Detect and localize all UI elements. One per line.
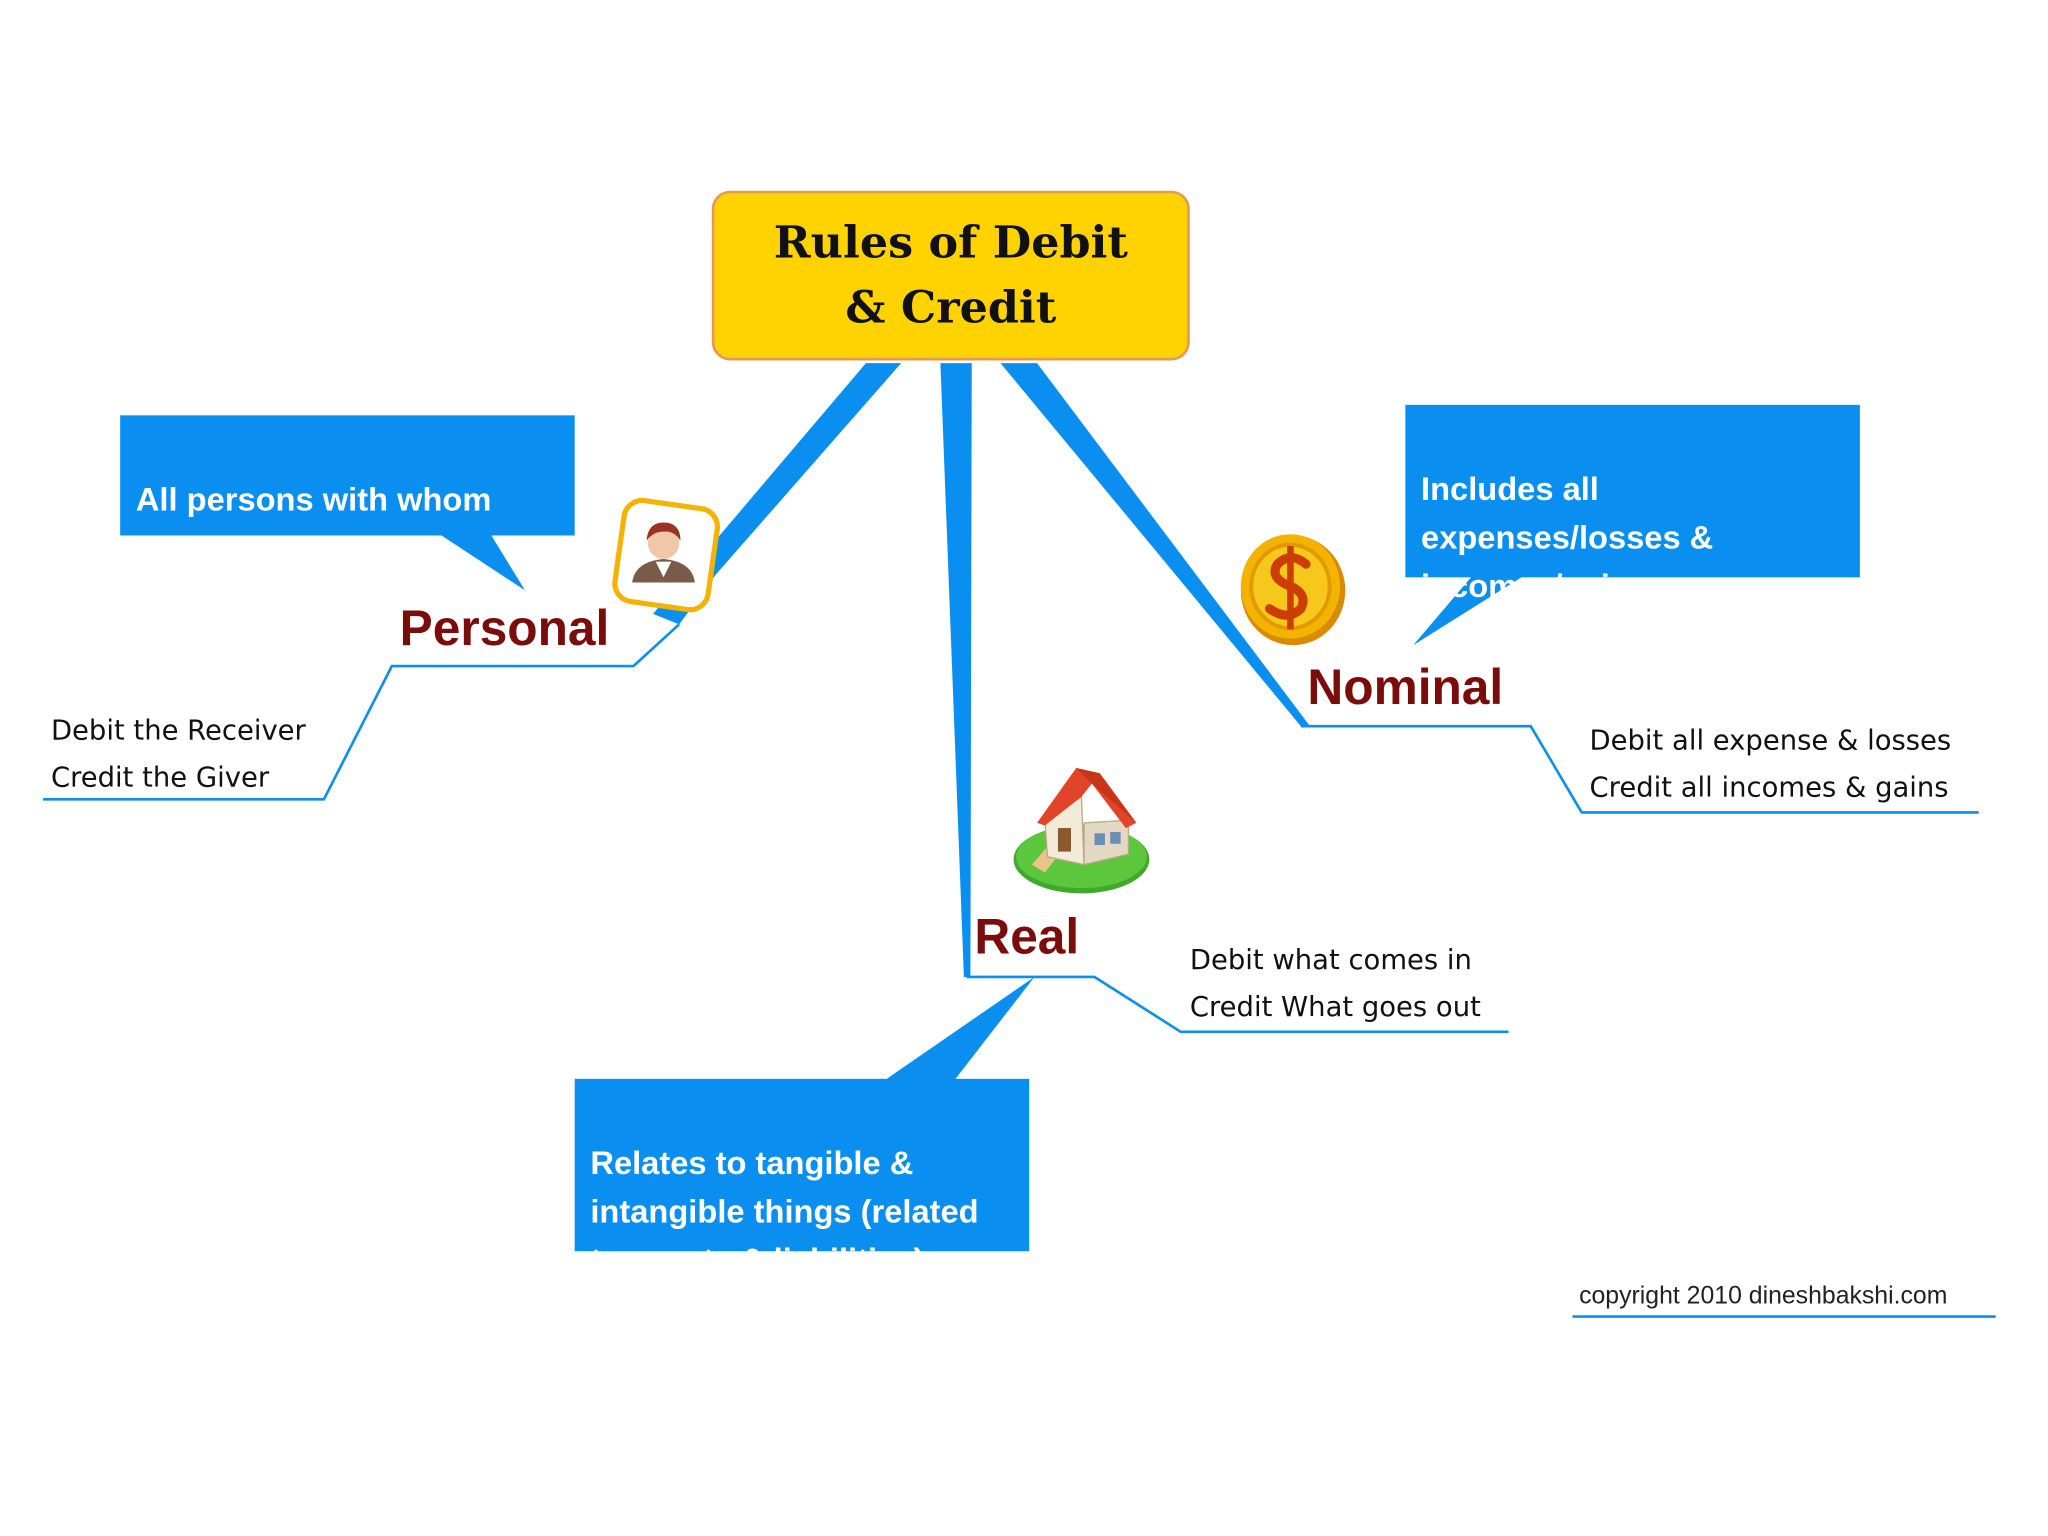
copyright-text: copyright 2010 dineshbakshi.com (1579, 1282, 1948, 1311)
central-title: Rules of Debit & Credit (773, 216, 1128, 335)
branch-label-nominal: Nominal (1307, 660, 1504, 716)
house-icon (1013, 767, 1150, 894)
dollar-coin-icon (1240, 534, 1346, 646)
underline-nominal (1300, 724, 1979, 814)
callout-nominal: Includes all expenses/losses & incomes/g… (1405, 404, 1860, 605)
rule-nominal: Debit all expense & losses Credit all in… (1589, 724, 1952, 804)
callout-personal-text: All persons with whom the business deals… (135, 481, 492, 567)
callout-real-text: Relates to tangible & intangible things … (590, 1145, 979, 1279)
callout-tail-real (882, 976, 1035, 1082)
central-topic: Rules of Debit & Credit (711, 190, 1190, 361)
branch-label-real: Real (974, 910, 1080, 966)
rule-real: Debit what comes in Credit What goes out (1189, 944, 1481, 1023)
callout-tail-personal (437, 532, 526, 591)
person-icon (612, 497, 721, 613)
underline-real (966, 975, 1509, 1034)
callout-personal: All persons with whom the business deals… (120, 415, 575, 567)
branch-label-personal: Personal (399, 602, 610, 657)
callout-nominal-text: Includes all expenses/losses & incomes/g… (1421, 471, 1714, 605)
connector-nominal (1000, 363, 1311, 727)
connector-real (940, 363, 972, 977)
rule-personal: Debit the Receiver Credit the Giver (50, 714, 306, 793)
underline-personal (43, 623, 681, 801)
callout-real: Relates to tangible & intangible things … (574, 1078, 1030, 1279)
